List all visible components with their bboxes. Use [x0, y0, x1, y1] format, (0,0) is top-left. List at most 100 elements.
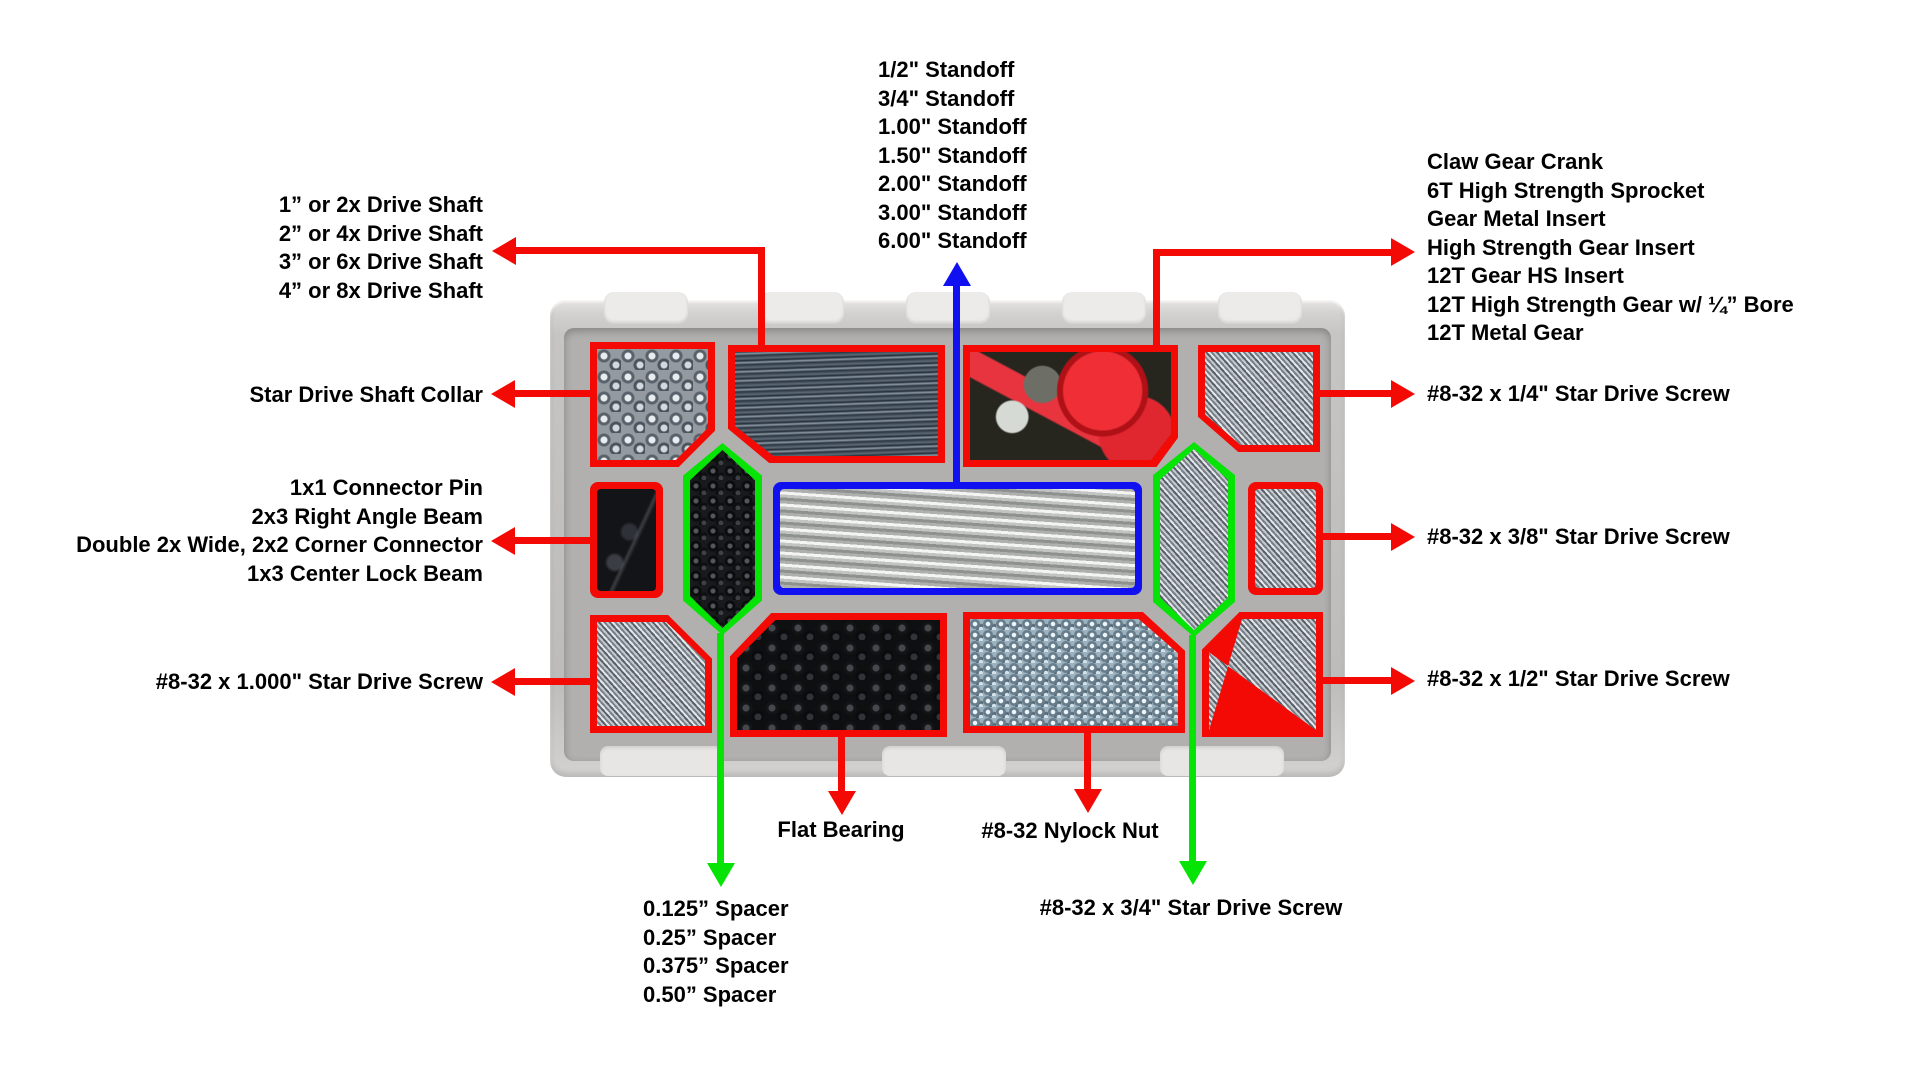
label-line: 1x1 Connector Pin — [289, 475, 483, 500]
compartment-screws-1-000 — [590, 615, 712, 733]
label-line: 0.50” Spacer — [643, 981, 777, 1007]
gears-callout-line — [1153, 249, 1391, 256]
collar-callout-line — [513, 390, 590, 397]
label-line: Claw Gear Crank — [1427, 149, 1604, 174]
label-line: 1.50" Standoff — [878, 142, 1027, 168]
tray-rim-tab — [906, 292, 990, 324]
drive-shafts-arrowhead-icon — [492, 237, 516, 265]
screws-3-4-arrowhead-icon — [1179, 861, 1207, 885]
gears-callout-line — [1153, 249, 1160, 345]
spacers-arrowhead-icon — [707, 863, 735, 887]
label-drive-shafts: 1” or 2x Drive Shaft 2” or 4x Drive Shaf… — [0, 191, 483, 305]
compartment-screws-3-4 — [1153, 442, 1235, 637]
gears-contents — [970, 352, 1171, 460]
label-line: Double 2x Wide, 2x2 Corner Connector — [76, 532, 483, 557]
label-line: 0.125” Spacer — [643, 896, 789, 921]
label-spacers: 0.125” Spacer 0.25” Spacer 0.375” Spacer… — [643, 895, 789, 1009]
label-screws-1-2: #8-32 x 1/2" Star Drive Screw — [1427, 666, 1730, 691]
compartment-gears-and-sprockets — [963, 345, 1178, 467]
screws-1-2-callout-line — [1323, 677, 1391, 684]
label-screws-3-4: #8-32 x 3/4" Star Drive Screw — [1039, 895, 1343, 920]
nylock-callout-line — [1084, 733, 1091, 791]
flat-bearing-callout-line — [838, 737, 845, 793]
black-spacers-contents — [690, 450, 755, 628]
screws-3-8-callout-line — [1323, 533, 1391, 540]
screws-3-8-contents — [1255, 489, 1316, 588]
label-line: 2x3 Right Angle Beam — [251, 503, 483, 529]
tray-foot — [882, 746, 1006, 776]
screws-1-2-arrowhead-icon — [1391, 667, 1415, 695]
label-flat-bearing: Flat Bearing — [777, 817, 905, 842]
standoffs-arrowhead-icon — [943, 262, 971, 286]
shaft-collars-contents — [597, 349, 708, 460]
tray-rim-tab — [760, 292, 844, 324]
compartment-flat-bearings — [730, 613, 947, 737]
label-line: 0.25” Spacer — [643, 924, 777, 950]
screws-1-000-callout-line — [513, 678, 590, 685]
compartment-connectors-beams — [590, 482, 663, 598]
compartment-screws-1-2 — [1202, 612, 1323, 737]
label-gears: Claw Gear Crank 6T High Strength Sprocke… — [1427, 148, 1794, 348]
drive-shafts-callout-line — [514, 247, 765, 254]
spacers-callout-line — [717, 633, 724, 865]
standoffs-contents — [780, 489, 1135, 588]
connectors-arrowhead-icon — [491, 527, 515, 555]
screws-1-4-arrowhead-icon — [1391, 380, 1415, 408]
label-line: 1.00" Standoff — [878, 114, 1027, 139]
label-line: 4” or 8x Drive Shaft — [278, 277, 483, 303]
tray-rim-tab — [1062, 292, 1146, 324]
label-line: 6T High Strength Sprocket — [1427, 177, 1705, 203]
label-line: 12T Metal Gear — [1427, 320, 1584, 345]
label-line: 3/4" Standoff — [878, 85, 1015, 111]
gears-arrowhead-icon — [1391, 238, 1415, 266]
label-line: 1” or 2x Drive Shaft — [278, 192, 483, 217]
screws-3-4-callout-line — [1189, 635, 1196, 863]
screws-1-000-arrowhead-icon — [491, 668, 515, 696]
tray-foot — [600, 746, 724, 776]
nylock-arrowhead-icon — [1074, 789, 1102, 813]
flat-bearing-arrowhead-icon — [828, 791, 856, 815]
label-line: 12T High Strength Gear w/ ¼” Bore — [1427, 291, 1794, 317]
label-line: 2” or 4x Drive Shaft — [278, 220, 483, 246]
screws-3-4-contents — [1160, 449, 1228, 630]
collar-arrowhead-icon — [491, 380, 515, 408]
label-connectors: 1x1 Connector Pin 2x3 Right Angle Beam D… — [0, 474, 483, 588]
label-line: 3.00" Standoff — [878, 199, 1027, 225]
connectors-contents — [597, 489, 656, 591]
label-line: 1/2" Standoff — [878, 57, 1015, 82]
label-screws-3-8: #8-32 x 3/8" Star Drive Screw — [1427, 524, 1730, 549]
label-line: 0.375” Spacer — [643, 953, 789, 978]
label-line: 6.00" Standoff — [878, 228, 1027, 253]
standoffs-callout-line — [953, 284, 960, 482]
screws-3-8-arrowhead-icon — [1391, 523, 1415, 551]
screws-1-4-contents — [1205, 352, 1313, 445]
label-line: 1x3 Center Lock Beam — [247, 560, 483, 586]
compartment-black-spacers — [683, 443, 762, 635]
flat-bearings-contents — [737, 620, 940, 730]
label-screws-1-000: #8-32 x 1.000" Star Drive Screw — [155, 669, 483, 694]
tray-rim-tab — [604, 292, 688, 324]
label-line: 3” or 6x Drive Shaft — [278, 249, 483, 274]
label-standoffs: 1/2" Standoff 3/4" Standoff 1.00" Stando… — [878, 56, 1027, 256]
drive-shafts-contents — [735, 352, 938, 456]
tray-foot — [1160, 746, 1284, 776]
label-line: 12T Gear HS Insert — [1427, 263, 1624, 288]
screws-1-4-callout-line — [1320, 390, 1391, 397]
label-line: 2.00" Standoff — [878, 171, 1027, 196]
compartment-screws-1-4 — [1198, 345, 1320, 452]
tray-rim-tab — [1218, 292, 1302, 324]
label-line: High Strength Gear Insert — [1427, 234, 1695, 260]
compartment-nylock-nuts — [963, 612, 1185, 733]
label-screws-1-4: #8-32 x 1/4" Star Drive Screw — [1427, 381, 1730, 406]
screws-1-2-contents — [1209, 619, 1316, 730]
label-line: Gear Metal Insert — [1427, 206, 1606, 231]
drive-shafts-callout-line — [758, 247, 765, 345]
compartment-shaft-collars — [590, 342, 715, 467]
connectors-callout-line — [513, 537, 590, 544]
label-nylock-nut: #8-32 Nylock Nut — [981, 818, 1159, 843]
compartment-screws-3-8 — [1248, 482, 1323, 595]
compartment-drive-shafts — [728, 345, 945, 463]
nylock-nuts-contents — [970, 619, 1178, 726]
label-collar: Star Drive Shaft Collar — [249, 382, 483, 407]
